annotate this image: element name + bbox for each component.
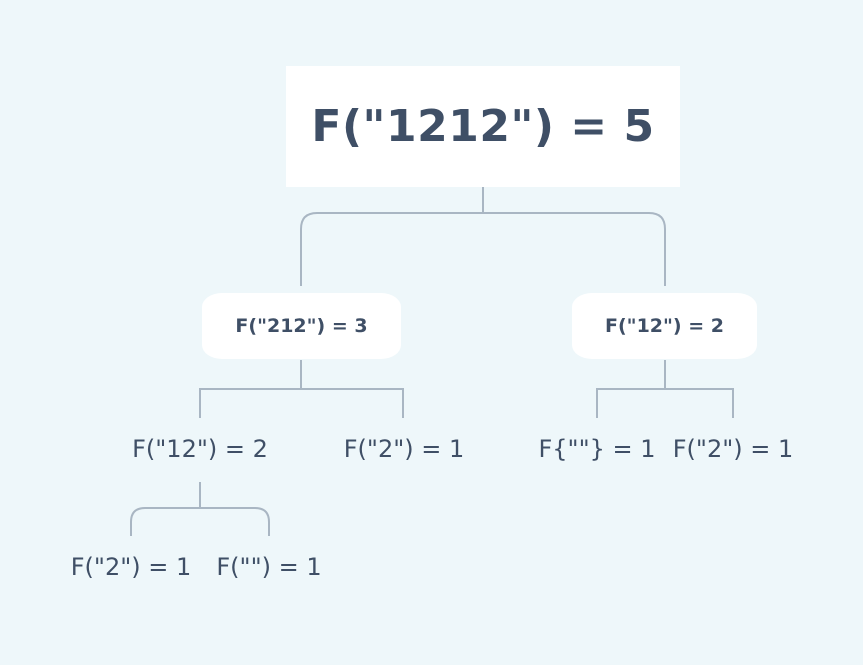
connector-root <box>300 187 666 286</box>
connector-left-leaf <box>130 482 270 536</box>
leaf-node-left-right: F("2") = 1 <box>343 435 465 463</box>
leaf-node-left-left: F("12") = 2 <box>132 435 268 463</box>
leaf-node-right-right: F("2") = 1 <box>672 435 794 463</box>
connector-left-mid <box>199 360 404 418</box>
leaf-node-bottom-left: F("2") = 1 <box>70 553 192 581</box>
leaf-node-right-left: F{""} = 1 <box>538 435 656 463</box>
root-node: F("1212") = 5 <box>286 66 680 187</box>
leaf-node-bottom-right: F("") = 1 <box>216 553 322 581</box>
right-child-node: F("12") = 2 <box>572 293 757 359</box>
left-child-node: F("212") = 3 <box>202 293 401 359</box>
connector-right-mid <box>596 360 734 418</box>
